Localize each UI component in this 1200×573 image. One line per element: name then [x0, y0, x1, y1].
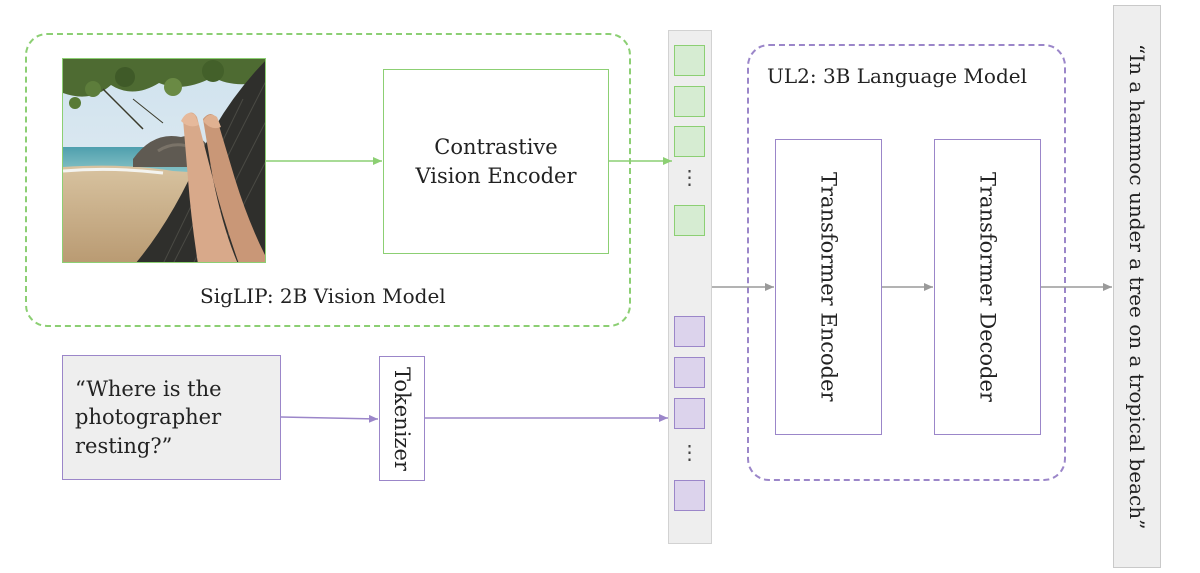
- image-token: [674, 126, 705, 157]
- question-box: “Where is the photographer resting?”: [62, 355, 281, 480]
- transformer-encoder-box: Transformer Encoder: [775, 139, 882, 435]
- vision-encoder-label-line1: Contrastive: [434, 135, 558, 160]
- question-line3: resting?”: [75, 433, 173, 458]
- transformer-decoder-box: Transformer Decoder: [934, 139, 1041, 435]
- image-token: [674, 86, 705, 117]
- tokenizer-label: Tokenizer: [390, 366, 415, 471]
- image-token: [674, 45, 705, 76]
- language-model-label: UL2: 3B Language Model: [767, 64, 1027, 88]
- language-model-group: [747, 44, 1066, 481]
- transformer-encoder-label: Transformer Encoder: [816, 172, 841, 402]
- question-line1: “Where is the: [75, 376, 222, 401]
- output-box: “In a hammoc under a tree on a tropical …: [1113, 5, 1161, 568]
- output-text: “In a hammoc under a tree on a tropical …: [1125, 43, 1149, 530]
- question-line2: photographer: [75, 405, 222, 430]
- text-token-ellipsis: ⋮: [679, 440, 700, 464]
- vision-encoder-box: Contrastive Vision Encoder: [383, 69, 609, 254]
- vision-model-label: SigLIP: 2B Vision Model: [200, 284, 446, 308]
- text-token: [674, 398, 705, 429]
- tokenizer-box: Tokenizer: [379, 356, 425, 481]
- input-photo: [62, 58, 266, 263]
- arrow-question-to-tokenizer: [280, 414, 379, 423]
- vision-encoder-label-line2: Vision Encoder: [415, 163, 577, 188]
- text-token: [674, 316, 705, 347]
- transformer-decoder-label: Transformer Decoder: [975, 172, 1000, 402]
- text-token: [674, 357, 705, 388]
- hammock-beach-image: [63, 59, 265, 262]
- image-token-ellipsis: ⋮: [679, 165, 700, 189]
- text-token: [674, 480, 705, 511]
- image-token: [674, 205, 705, 236]
- vision-model-group: [25, 33, 631, 327]
